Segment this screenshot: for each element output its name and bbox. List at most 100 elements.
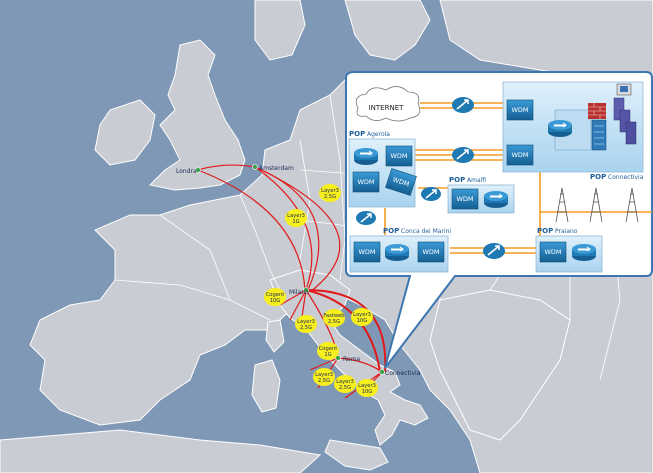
svg-text:Conca dei Marini: Conca dei Marini bbox=[401, 228, 451, 235]
firewall-icon bbox=[588, 103, 606, 119]
svg-text:WDM: WDM bbox=[390, 152, 407, 160]
link-badges: Layer3 2,5G Layer3 1G Cogent 10G Layer3 … bbox=[264, 184, 378, 397]
pop-praiano[interactable]: POP Praiano WDM bbox=[535, 227, 603, 273]
server-rack-icon bbox=[613, 97, 637, 145]
badge-fastweb-2-5g[interactable]: Fastweb 2,5G bbox=[323, 309, 345, 327]
svg-text:Layer3: Layer3 bbox=[336, 379, 354, 385]
wdm-conca-b[interactable] bbox=[417, 241, 445, 263]
pop-connectivia-core[interactable]: WDM WDM bbox=[502, 81, 644, 173]
city-milano[interactable]: Milano bbox=[289, 287, 309, 297]
router-internet[interactable] bbox=[452, 97, 474, 113]
svg-text:Cogent: Cogent bbox=[266, 292, 285, 298]
amalfi-router-icon bbox=[483, 190, 509, 209]
land-balkans bbox=[429, 289, 571, 441]
svg-text:INTERNET: INTERNET bbox=[369, 104, 405, 112]
city-label: Roma bbox=[343, 356, 360, 363]
svg-text:WDM: WDM bbox=[358, 248, 375, 256]
svg-text:2,5G: 2,5G bbox=[328, 319, 340, 325]
svg-text:Fastweb: Fastweb bbox=[323, 313, 345, 319]
city-connectivia[interactable]: Connectivia bbox=[379, 369, 421, 378]
svg-text:Connectivia: Connectivia bbox=[608, 174, 644, 181]
wdm-agerola-b[interactable] bbox=[352, 171, 380, 193]
svg-text:WDM: WDM bbox=[456, 195, 473, 203]
router-agerola-link[interactable] bbox=[452, 147, 474, 163]
svg-text:2,5G: 2,5G bbox=[300, 325, 312, 331]
svg-text:2,5G: 2,5G bbox=[339, 385, 351, 391]
svg-text:Cogent: Cogent bbox=[319, 346, 338, 352]
svg-text:Layer3: Layer3 bbox=[287, 213, 305, 219]
svg-text:POP: POP bbox=[449, 176, 465, 184]
svg-text:1G: 1G bbox=[324, 352, 331, 358]
link-roma-west bbox=[309, 357, 339, 371]
city-marker[interactable] bbox=[252, 164, 258, 170]
badge-layer3-1g[interactable]: Layer3 1G bbox=[285, 209, 307, 227]
city-marker[interactable] bbox=[195, 167, 201, 173]
wdm-amalfi[interactable] bbox=[451, 188, 479, 210]
wdm-core-top[interactable] bbox=[506, 99, 534, 121]
city-label: Connectivia bbox=[385, 370, 421, 377]
land-great-britain bbox=[148, 39, 246, 191]
link-milano-southwest bbox=[289, 289, 307, 321]
svg-text:2,5G: 2,5G bbox=[324, 194, 336, 200]
svg-text:WDM: WDM bbox=[511, 151, 528, 159]
city-londra[interactable]: Londra bbox=[176, 167, 201, 176]
city-label: Milano bbox=[289, 289, 309, 296]
svg-text:10G: 10G bbox=[362, 389, 373, 395]
city-marker[interactable] bbox=[379, 369, 385, 375]
badge-layer3-10g-south[interactable]: Layer3 10G bbox=[356, 379, 378, 397]
radio-tower-icon bbox=[555, 187, 639, 223]
wdm-core-bottom[interactable] bbox=[506, 144, 534, 166]
wdm-conca-a[interactable] bbox=[353, 241, 381, 263]
badge-cogent-1g[interactable]: Cogent 1G bbox=[317, 342, 339, 360]
svg-text:POP: POP bbox=[590, 173, 606, 181]
switch-stack-icon bbox=[591, 119, 607, 151]
svg-text:POP: POP bbox=[349, 130, 365, 138]
city-label: Amsterdam bbox=[259, 165, 294, 172]
land-sardinia bbox=[251, 359, 281, 413]
svg-text:Layer3: Layer3 bbox=[358, 383, 376, 389]
land-ireland bbox=[94, 99, 156, 166]
pop-agerola[interactable]: POP Agerola WDM WDM WDM bbox=[348, 130, 417, 208]
router-amalfi-link[interactable] bbox=[421, 187, 441, 201]
svg-text:Layer3: Layer3 bbox=[353, 312, 371, 318]
link-amsterdam-milano-b bbox=[254, 166, 313, 291]
conca-router-icon bbox=[384, 243, 410, 262]
land-scandinavia bbox=[344, 0, 431, 61]
core-router-icon bbox=[547, 119, 573, 138]
badge-layer3-2-5g-south[interactable]: Layer3 2,5G bbox=[334, 375, 356, 393]
svg-text:Layer3: Layer3 bbox=[315, 372, 333, 378]
svg-text:Praiano: Praiano bbox=[555, 228, 578, 235]
pop-conca-dei-marini[interactable]: POP Conca dei Marini WDM WDM bbox=[349, 227, 451, 273]
city-marker[interactable] bbox=[303, 287, 309, 293]
svg-text:WDM: WDM bbox=[357, 178, 374, 186]
svg-text:Agerola: Agerola bbox=[367, 131, 390, 138]
svg-text:Layer3: Layer3 bbox=[297, 319, 315, 325]
praiano-router-icon bbox=[571, 243, 597, 262]
management-workstation-icon bbox=[616, 83, 632, 96]
network-callout: INTERNET bbox=[345, 71, 653, 369]
router-conca-link[interactable] bbox=[356, 211, 376, 225]
link-londra-milano bbox=[197, 169, 306, 291]
link-amsterdam-milano-c bbox=[254, 166, 341, 293]
router-praiano-link[interactable] bbox=[483, 243, 505, 259]
badge-layer3-10g-milano[interactable]: Layer3 10G bbox=[351, 308, 373, 326]
land-sicily bbox=[324, 439, 389, 471]
city-marker[interactable] bbox=[335, 355, 341, 361]
badge-layer3-2-5g-north[interactable]: Layer3 2,5G bbox=[319, 184, 341, 202]
svg-text:WDM: WDM bbox=[511, 106, 528, 114]
pop-amalfi[interactable]: POP Amalfi WDM bbox=[447, 176, 515, 214]
svg-text:POP: POP bbox=[537, 227, 553, 235]
svg-text:1G: 1G bbox=[292, 219, 299, 225]
core-backplane bbox=[554, 109, 592, 151]
city-amsterdam[interactable]: Amsterdam bbox=[252, 164, 294, 173]
city-label: Londra bbox=[176, 168, 197, 175]
pop-connectivia-towers[interactable]: POP Connectivia bbox=[555, 173, 644, 223]
wdm-agerola-c[interactable]: WDM bbox=[385, 168, 417, 196]
wdm-praiano[interactable] bbox=[539, 241, 567, 263]
wdm-agerola-a[interactable] bbox=[385, 145, 413, 167]
city-roma[interactable]: Roma bbox=[335, 355, 361, 364]
badge-cogent-10g[interactable]: Cogent 10G bbox=[264, 288, 286, 306]
badge-layer3-2-5g-roma[interactable]: Layer3 2,5G bbox=[313, 368, 335, 386]
svg-text:10G: 10G bbox=[270, 298, 281, 304]
badge-layer3-2-5g-milano[interactable]: Layer3 2,5G bbox=[295, 315, 317, 333]
